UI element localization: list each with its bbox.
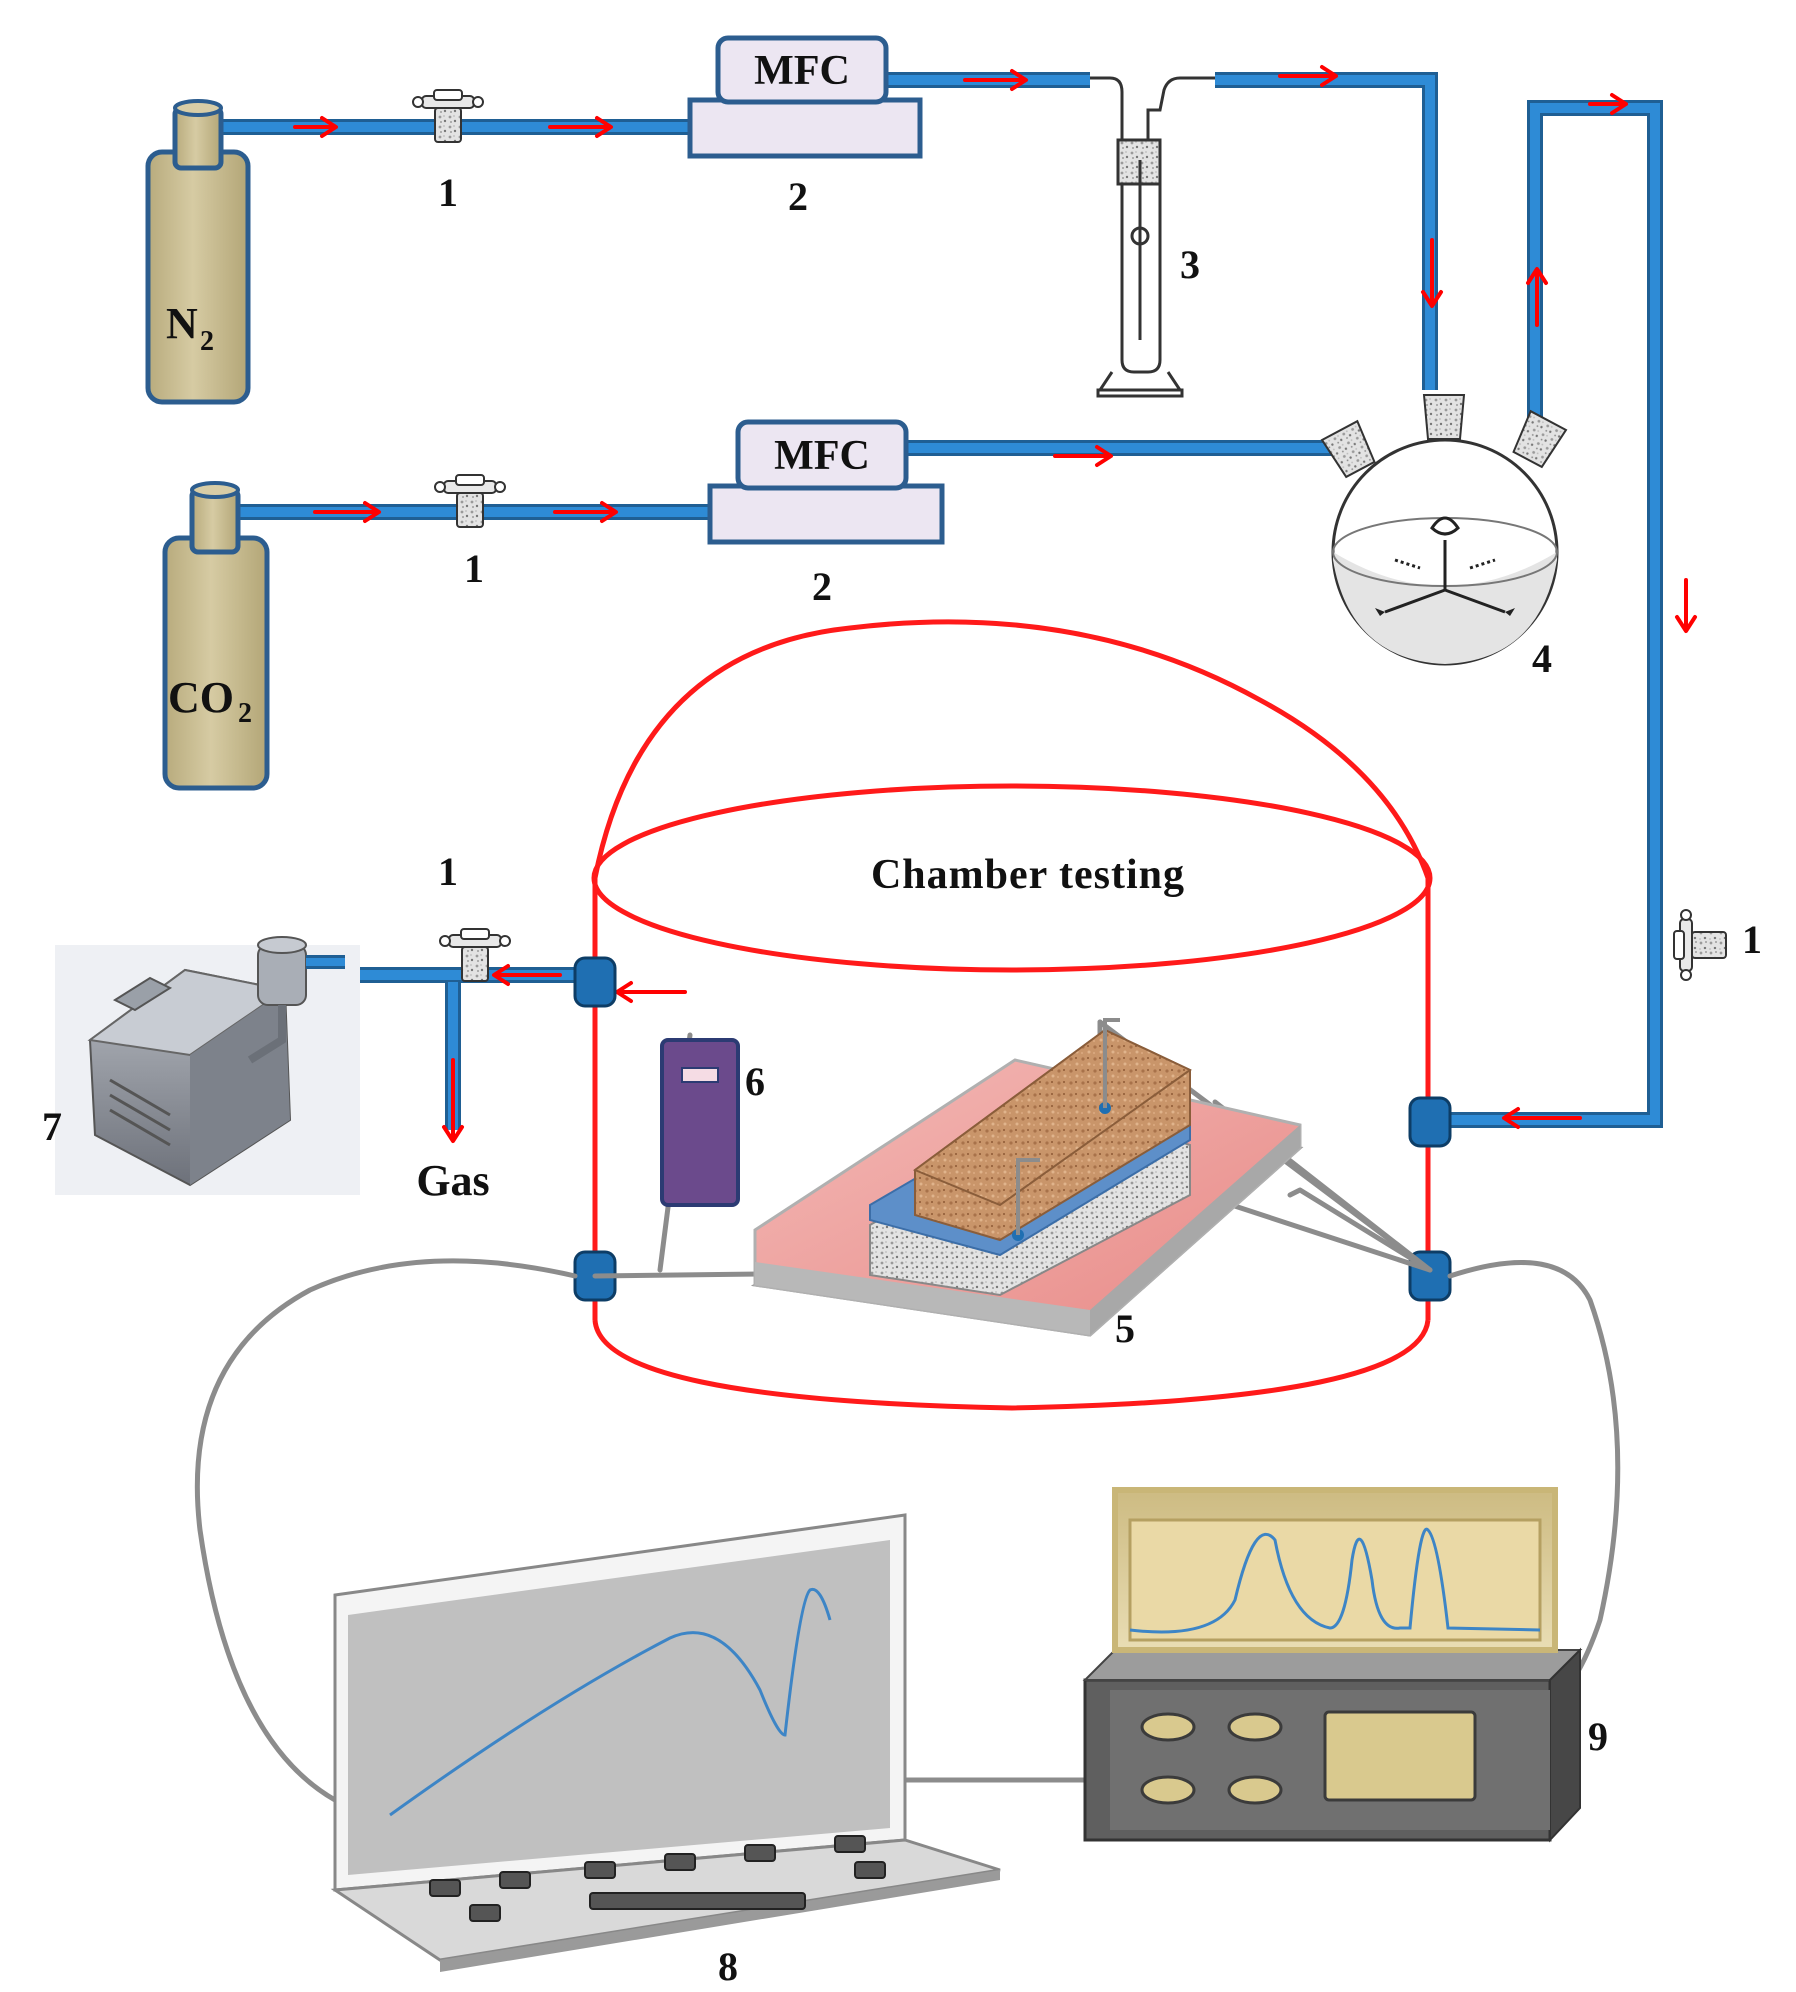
label-flask: 4 <box>1532 636 1552 681</box>
label-valve-n2: 1 <box>438 170 458 215</box>
laptop-icon <box>330 1513 1001 1972</box>
analyzer-screen-curve <box>1129 1527 1541 1634</box>
label-mfc-co2: 2 <box>812 564 832 609</box>
three-neck-flask-icon <box>1321 394 1567 666</box>
label-valve-pump: 1 <box>438 849 458 894</box>
mfc-label: MFC <box>774 433 870 479</box>
n2-gas-cylinder: N 2 <box>145 99 251 405</box>
co2-label: CO <box>168 673 234 722</box>
laptop-screen-curve <box>389 1587 832 1817</box>
arrow-right-icon <box>313 501 381 523</box>
arrow-down-icon <box>442 1058 464 1143</box>
component-number-labels: 1 2 3 1 2 4 1 1 5 6 7 8 9 <box>42 170 1762 1989</box>
n2-subscript: 2 <box>200 326 214 357</box>
label-pump: 7 <box>42 1104 62 1149</box>
co2-subscript: 2 <box>238 698 252 729</box>
flow-arrows <box>293 65 1697 1143</box>
arrow-left-icon <box>492 964 562 986</box>
arrow-right-icon <box>963 69 1028 91</box>
mass-flow-controller-icon: MFC <box>707 419 945 545</box>
label-analyzer: 9 <box>1588 1714 1608 1759</box>
co2-gas-cylinder: CO 2 <box>162 481 270 791</box>
gas-bubbler-icon <box>1090 76 1215 398</box>
label-bubbler: 3 <box>1180 242 1200 287</box>
mfc-label: MFC <box>754 48 850 94</box>
arrow-right-icon <box>553 501 618 523</box>
arrow-up-icon <box>1526 267 1548 327</box>
gas-sensor-icon <box>660 1038 740 1207</box>
arrow-down-icon <box>1421 238 1443 308</box>
chamber-label: Chamber testing <box>871 852 1185 898</box>
label-sensor: 6 <box>745 1059 765 1104</box>
arrow-right-icon <box>293 116 338 138</box>
n2-label: N <box>166 299 198 348</box>
label-valve-co2: 1 <box>464 546 484 591</box>
vacuum-pump-icon <box>55 936 360 1195</box>
needle-valve-icon <box>1673 909 1727 981</box>
arrow-down-icon <box>1675 578 1697 633</box>
gas-analyzer-icon <box>1082 1487 1583 1843</box>
label-mfc-n2: 2 <box>788 174 808 219</box>
mass-flow-controller-icon: MFC <box>687 35 923 159</box>
label-laptop: 8 <box>718 1944 738 1989</box>
label-valve-right: 1 <box>1742 917 1762 962</box>
arrow-left-icon <box>1502 1107 1582 1129</box>
layered-sample <box>869 1018 1192 1297</box>
arrow-right-icon <box>1053 445 1113 467</box>
arrow-right-icon <box>1278 65 1338 87</box>
test-chamber: Chamber testing <box>591 619 1433 1411</box>
arrow-right-icon <box>1588 93 1628 115</box>
arrow-left-icon <box>615 981 687 1003</box>
gas-outlet-label: Gas <box>416 1156 489 1205</box>
label-sample: 5 <box>1115 1306 1135 1351</box>
arrow-right-icon <box>548 116 613 138</box>
